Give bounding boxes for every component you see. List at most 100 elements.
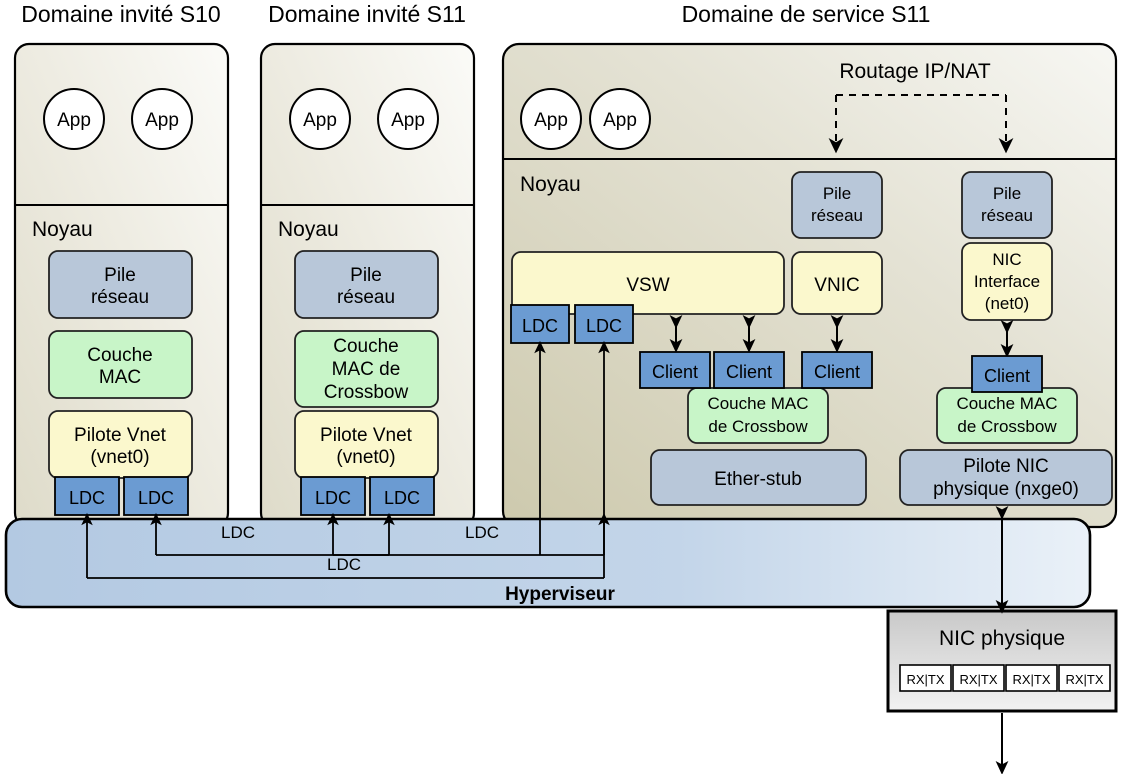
guest-s11-title: Domaine invité S11 [268, 1, 466, 27]
app-label: App [303, 110, 337, 131]
service-domain-s11: App App Routage IP/NAT Noyau Pile réseau… [501, 42, 1118, 529]
couche-mac-crossbow-box: Couche MAC de Crossbow [687, 387, 829, 444]
app-label: App [603, 110, 637, 131]
couche-mac-line2: MAC [99, 367, 141, 388]
client-label: Client [726, 362, 772, 382]
couche-mac-line2: MAC de [332, 359, 401, 380]
ldc-port: LDC [369, 476, 435, 516]
guest-domain-s11: App App Noyau Pile réseau Couche MAC de … [259, 42, 476, 529]
pilote-nic-physique-box: Pilote NIC physique (nxge0) [899, 449, 1113, 506]
guest-s10-title: Domaine invité S10 [21, 1, 220, 27]
app-label: App [534, 110, 568, 131]
client-box: Client [713, 351, 785, 389]
ldc-link-label: LDC [221, 523, 255, 542]
client-label: Client [984, 366, 1030, 386]
couche-mac-box: Couche MAC [48, 330, 193, 399]
app-circle: App [289, 88, 351, 150]
pile-reseau-line2: réseau [91, 287, 149, 308]
ldc-label: LDC [586, 316, 622, 336]
crossbow-line2: de Crossbow [708, 417, 808, 436]
vnic-label: VNIC [814, 275, 859, 296]
pilote-nic-line1: Pilote NIC [963, 456, 1049, 477]
rxtx-queue: RX|TX [899, 664, 952, 692]
app-label: App [391, 110, 425, 131]
vsw-label: VSW [626, 275, 669, 296]
kernel-label: Noyau [520, 173, 581, 196]
app-label: App [57, 110, 91, 131]
pile-reseau-line1: Pile [823, 184, 851, 203]
couche-mac-crossbow-box: Couche MAC de Crossbow [294, 330, 439, 408]
hypervisor-label: Hyperviseur [505, 584, 615, 605]
kernel-label: Noyau [278, 218, 339, 241]
pilote-vnet-box: Pilote Vnet (vnet0) [48, 410, 193, 479]
client-box: Client [971, 355, 1043, 393]
service-s11-title: Domaine de service S11 [682, 1, 931, 27]
crossbow-line1: Couche MAC [956, 394, 1057, 413]
rxtx-queue: RX|TX [952, 664, 1005, 692]
crossbow-line1: Couche MAC [707, 394, 808, 413]
couche-mac-line3: Crossbow [324, 382, 409, 403]
client-label: Client [814, 362, 860, 382]
routage-ip-nat-label: Routage IP/NAT [839, 60, 991, 83]
ldc-label: LDC [522, 316, 558, 336]
ldc-link-3: LDC [81, 512, 604, 579]
app-circle: App [520, 88, 582, 150]
nic-physique-box: NIC physique RX|TX RX|TX RX|TX RX|TX [886, 609, 1118, 713]
ldc-label: LDC [315, 488, 351, 508]
rxtx-label: RX|TX [1012, 672, 1050, 687]
vnic-box: VNIC [791, 251, 883, 315]
vsw-box: VSW [511, 251, 785, 315]
crossbow-line2: de Crossbow [957, 417, 1057, 436]
pile-reseau-line1: Pile [104, 265, 136, 286]
nic-interface-line2: Interface [974, 272, 1040, 291]
ldc-port: LDC [510, 304, 570, 344]
kernel-label: Noyau [32, 218, 93, 241]
pile-reseau-box: Pile réseau [48, 250, 193, 319]
ldc-port: LDC [54, 476, 120, 516]
ether-stub-label: Ether-stub [714, 469, 802, 490]
pile-reseau-box: Pile réseau [791, 171, 883, 239]
ldc-port: LDC [300, 476, 366, 516]
rxtx-label: RX|TX [959, 672, 997, 687]
couche-mac-crossbow-box: Couche MAC de Crossbow [936, 387, 1078, 444]
couche-mac-line1: Couche [333, 336, 399, 357]
rxtx-label: RX|TX [1065, 672, 1103, 687]
app-circle: App [377, 88, 439, 150]
client-box: Client [639, 351, 711, 389]
ldc-port: LDC [123, 476, 189, 516]
client-box: Client [801, 351, 873, 389]
pile-reseau-line2: réseau [981, 206, 1033, 225]
pilote-nic-line2: physique (nxge0) [933, 479, 1079, 500]
pilote-vnet-box: Pilote Vnet (vnet0) [294, 410, 439, 479]
pile-reseau-line1: Pile [993, 184, 1021, 203]
ldc-label: LDC [138, 488, 174, 508]
rxtx-label: RX|TX [906, 672, 944, 687]
nic-interface-line3: (net0) [985, 294, 1029, 313]
nic-physique-title: NIC physique [939, 627, 1065, 650]
routage-dashed-connector [828, 94, 1014, 154]
pile-reseau-line2: réseau [337, 287, 395, 308]
guest-domain-s10: App App Noyau Pile réseau Couche MAC Pil… [13, 42, 230, 529]
couche-mac-line1: Couche [87, 345, 153, 366]
hypervisor-band: Hyperviseur [4, 517, 1092, 609]
rxtx-queue: RX|TX [1058, 664, 1111, 692]
app-circle: App [589, 88, 651, 150]
pilote-vnet-line2: (vnet0) [336, 447, 395, 468]
pile-reseau-line1: Pile [350, 265, 382, 286]
client-label: Client [652, 362, 698, 382]
nic-interface-line1: NIC [992, 250, 1021, 269]
pile-reseau-line2: réseau [811, 206, 863, 225]
pile-reseau-box: Pile réseau [961, 171, 1053, 239]
nic-interface-box: NIC Interface (net0) [961, 242, 1053, 321]
app-circle: App [131, 88, 193, 150]
ldc-link-label: LDC [465, 523, 499, 542]
ldc-link-label: LDC [327, 555, 361, 574]
ether-stub-box: Ether-stub [650, 449, 867, 506]
pilote-vnet-line2: (vnet0) [90, 447, 149, 468]
ldc-label: LDC [384, 488, 420, 508]
ldc-port: LDC [574, 304, 634, 344]
rxtx-queue: RX|TX [1005, 664, 1058, 692]
app-circle: App [43, 88, 105, 150]
